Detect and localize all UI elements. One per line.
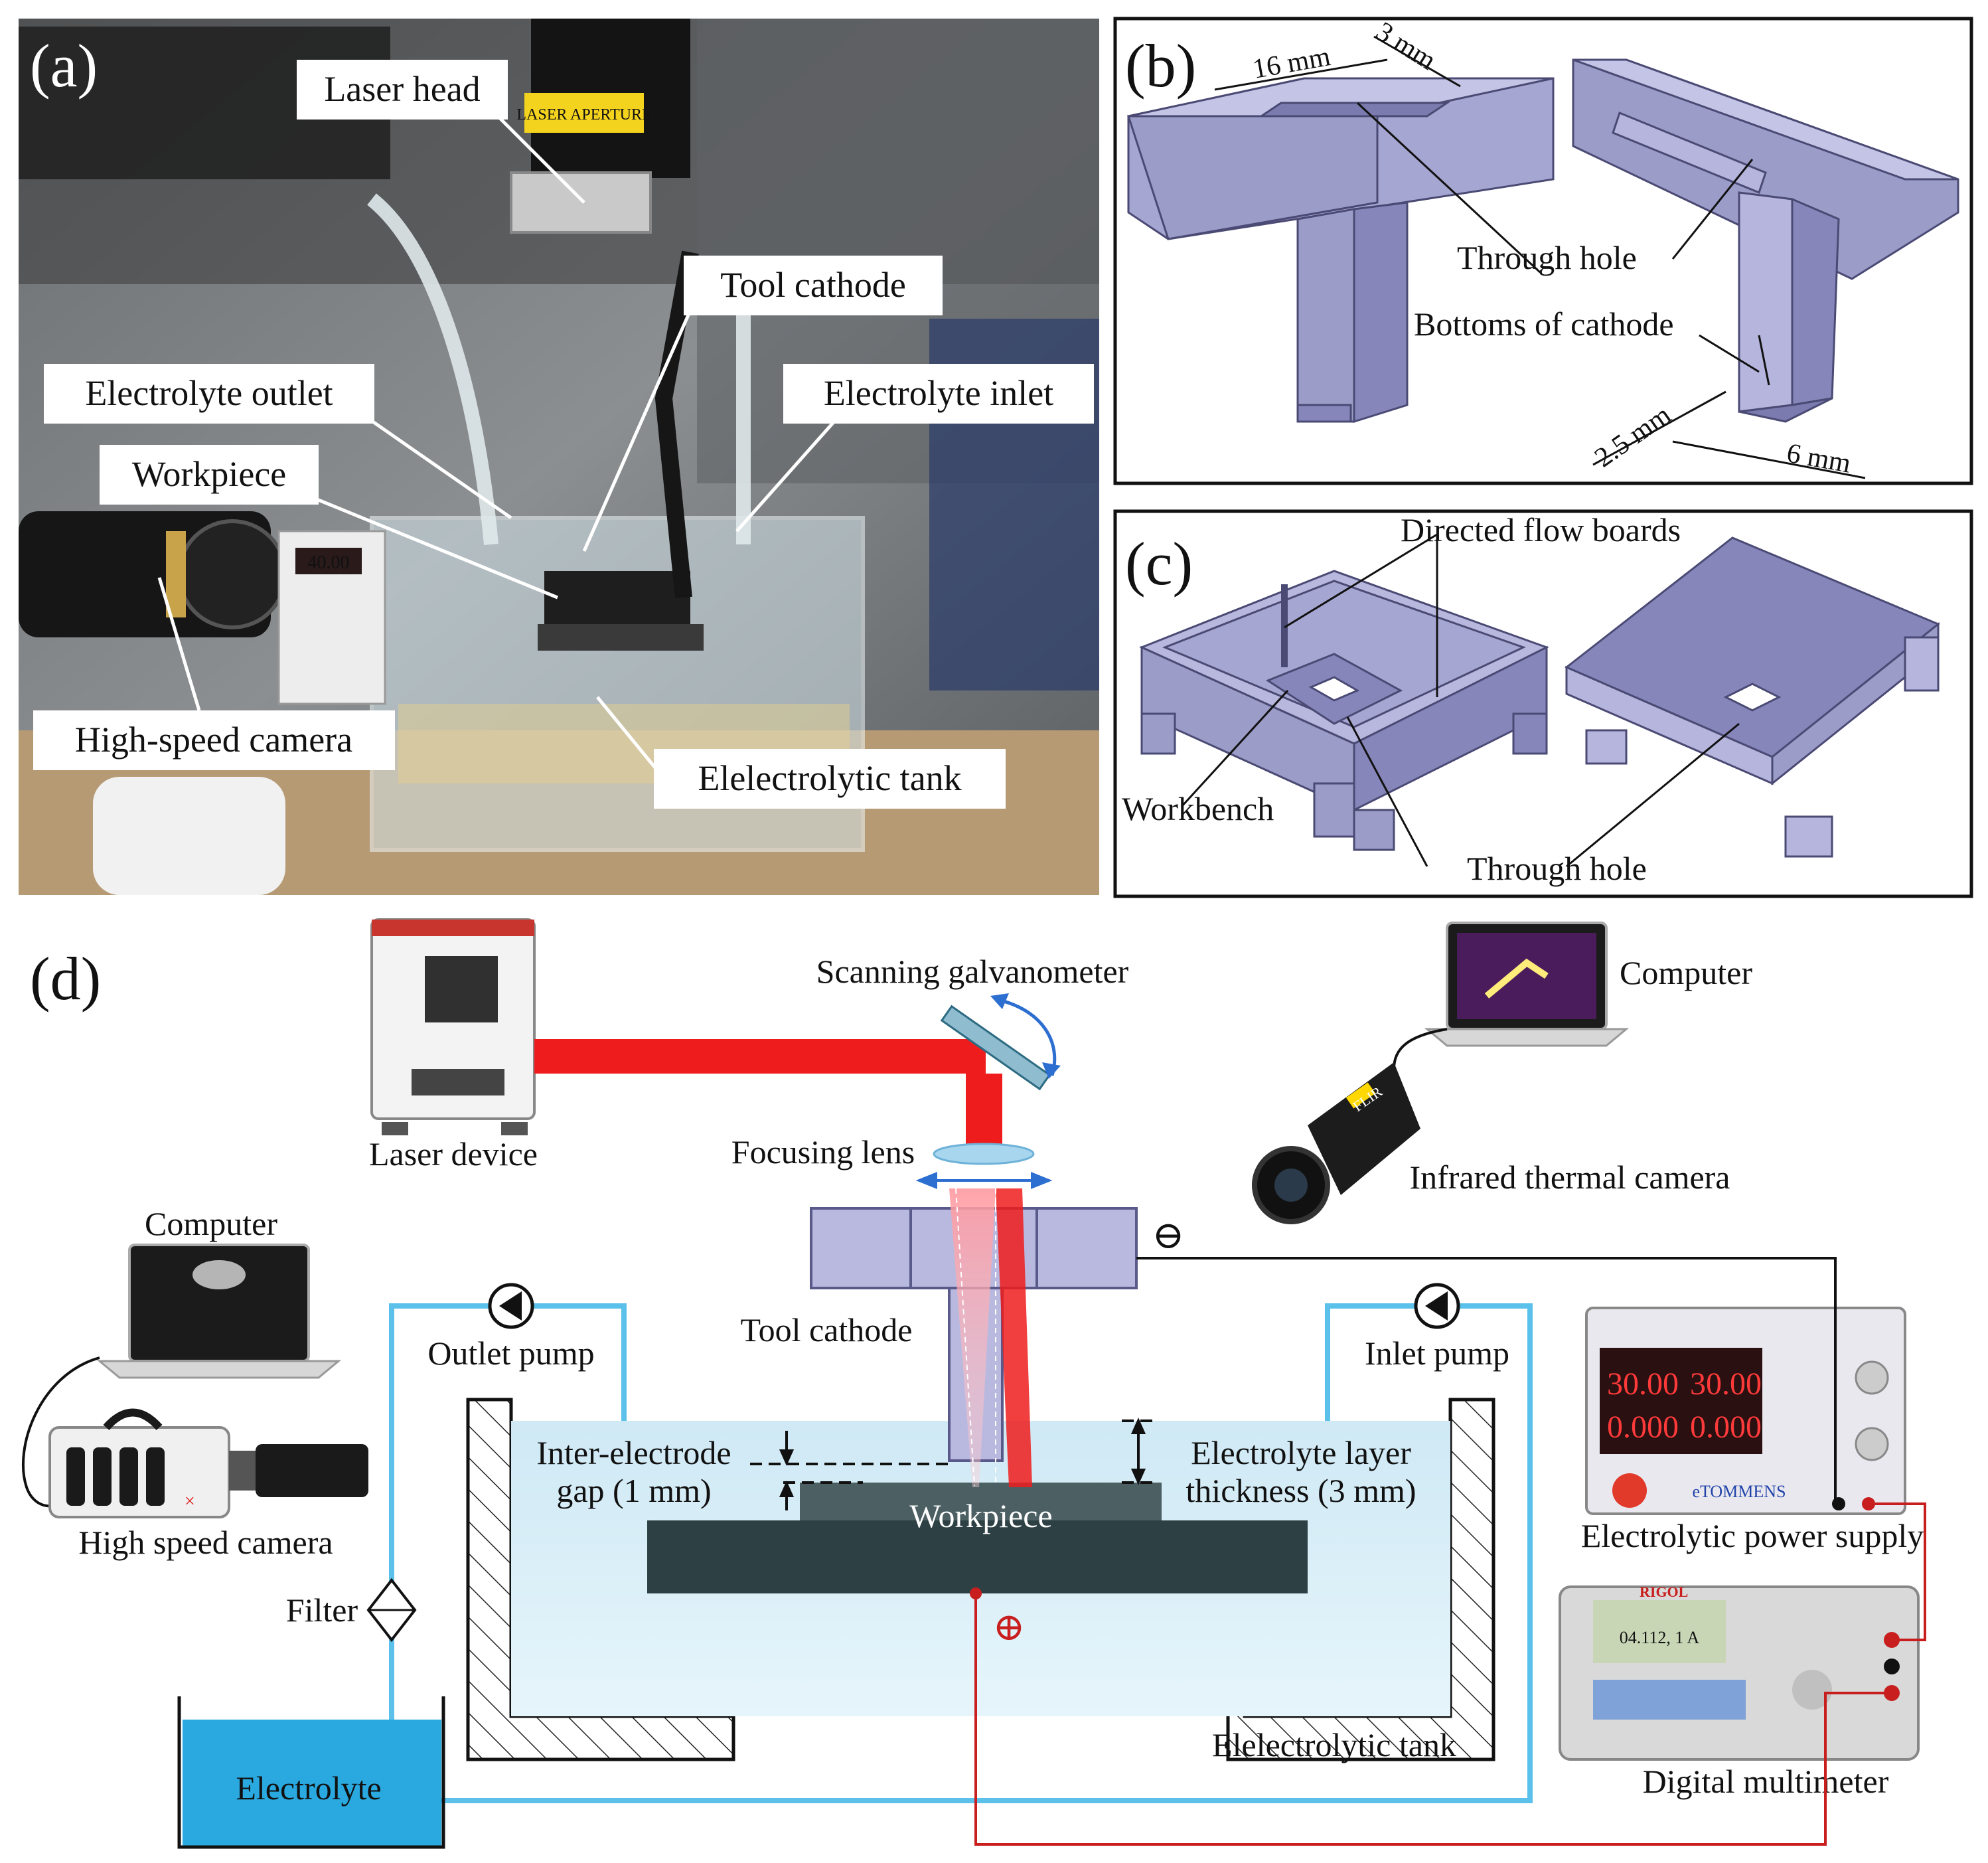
panel-label-b: (b): [1125, 32, 1196, 100]
tool-cathode-label-d: Tool cathode: [741, 1311, 913, 1348]
power-supply-label: Electrolytic power supply: [1581, 1517, 1924, 1554]
leaders-c: [1180, 533, 1740, 868]
inlet-pump-label: Inlet pump: [1365, 1335, 1509, 1372]
filter-label: Filter: [286, 1591, 358, 1629]
svg-text:30.00: 30.00: [1607, 1366, 1679, 1402]
label-tank-a: Elelectrolytic tank: [654, 749, 1006, 809]
gap-label-2: gap (1 mm): [556, 1472, 711, 1509]
label-laser-head: Laser head: [297, 60, 508, 120]
svg-text:04.112, 1 A: 04.112, 1 A: [1620, 1628, 1700, 1647]
svg-text:0.000: 0.000: [1607, 1410, 1679, 1445]
through-hole-c: Through hole: [1467, 850, 1647, 887]
panel-label-a: (a): [30, 32, 98, 100]
electrolyte-reservoir: [177, 1696, 445, 1849]
layer-label-1: Electrolyte layer: [1191, 1434, 1411, 1471]
computer-right: [1424, 922, 1630, 1047]
tank-label-d: Elelectrolytic tank: [1212, 1726, 1456, 1763]
high-speed-camera-label-d: High speed camera: [78, 1524, 333, 1561]
panel-c: (c): [1113, 509, 1973, 898]
beam-dashes: [955, 1188, 996, 1487]
workbench-base: [647, 1520, 1308, 1593]
laser-beam-vertical: [966, 1074, 1002, 1153]
directed-flow-boards: Directed flow boards: [1401, 511, 1681, 548]
multimeter-label: Digital multimeter: [1643, 1763, 1889, 1800]
workpiece-label-d: Workpiece: [909, 1497, 1052, 1534]
label-tool-cathode: Tool cathode: [684, 256, 943, 315]
svg-text:Tool cathode: Tool cathode: [720, 265, 906, 305]
infrared-camera-label: Infrared thermal camera: [1409, 1159, 1730, 1196]
lens-arrow: [915, 1172, 1053, 1189]
svg-text:Workpiece: Workpiece: [132, 454, 287, 494]
outlet-pump: [488, 1283, 534, 1329]
callout-lines-a: [157, 108, 844, 771]
workbench-label: Workbench: [1122, 790, 1274, 827]
positive-wire: [974, 1593, 1892, 1846]
scanning-galvanometer: [940, 993, 1061, 1091]
computer-left: [96, 1244, 342, 1379]
high-speed-camera-d: ×: [48, 1408, 368, 1518]
electrolyte-label: Electrolyte: [236, 1769, 381, 1807]
workbench-left: [1139, 570, 1549, 851]
svg-text:RIGOL: RIGOL: [1640, 1583, 1688, 1600]
computer-right-label: Computer: [1620, 954, 1752, 991]
svg-text:×: ×: [185, 1491, 195, 1512]
panel-label-c: (c): [1125, 530, 1193, 598]
gap-markers: [750, 1418, 1158, 1510]
infrared-thermal-camera: FLIR: [1252, 1062, 1420, 1224]
outlet-pump-label: Outlet pump: [427, 1335, 594, 1372]
svg-text:0.000: 0.000: [1690, 1410, 1762, 1445]
svg-text:eTOMMENS: eTOMMENS: [1692, 1482, 1786, 1501]
gap-label-1: Inter-electrode: [536, 1434, 731, 1471]
inlet-pump: [1414, 1283, 1460, 1329]
svg-text:Electrolyte outlet: Electrolyte outlet: [85, 373, 333, 413]
cathode-t-right: [1572, 58, 1959, 423]
panel-a-photo: LASER APERTURE 40.00: [19, 19, 1099, 895]
panel-d: (d) Laser device Scanning galvanometer: [21, 918, 1926, 1849]
power-supply: 30.00 30.00 0.000 0.000 eTOMMENS: [1585, 1307, 1906, 1515]
negative-wire: [1136, 1257, 1837, 1504]
label-high-speed-camera: High-speed camera: [33, 710, 395, 770]
label-electrolyte-inlet: Electrolyte inlet: [783, 364, 1094, 424]
workpiece: [800, 1483, 1162, 1520]
laser-device: [370, 918, 536, 1135]
through-hole-b: Through hole: [1457, 239, 1637, 276]
minus-terminal: ⊖: [1152, 1214, 1185, 1257]
svg-text:30.00: 30.00: [1690, 1366, 1762, 1402]
svg-text:Laser head: Laser head: [324, 69, 480, 109]
laser-beam-horizontal: [534, 1039, 986, 1074]
scanning-galvanometer-label: Scanning galvanometer: [816, 953, 1129, 990]
computer-left-label: Computer: [145, 1205, 277, 1242]
layer-label-2: thickness (3 mm): [1185, 1472, 1416, 1509]
laser-aperture-tag: LASER APERTURE: [516, 106, 651, 123]
focusing-lens-label: Focusing lens: [731, 1133, 915, 1171]
panel-b: (b): [1113, 16, 1973, 485]
svg-text:Elelectrolytic tank: Elelectrolytic tank: [698, 758, 961, 798]
workbench-right: [1565, 536, 1940, 858]
dims-b: [1214, 35, 1866, 479]
bottoms-of-cathode: Bottoms of cathode: [1414, 305, 1674, 343]
svg-text:Electrolyte inlet: Electrolyte inlet: [824, 373, 1053, 413]
label-electrolyte-outlet: Electrolyte outlet: [44, 364, 374, 424]
digital-multimeter: 04.112, 1 A RIGOL: [1559, 1583, 1920, 1761]
panel-label-d: (d): [30, 945, 101, 1012]
cathode-t-left: [1126, 77, 1555, 424]
pump-display: 40.00: [308, 552, 350, 573]
svg-text:High-speed camera: High-speed camera: [75, 720, 352, 760]
laser-device-label: Laser device: [369, 1135, 538, 1173]
label-workpiece: Workpiece: [100, 445, 319, 505]
focusing-lens: [933, 1143, 1035, 1165]
plus-terminal: ⊕: [993, 1605, 1026, 1649]
beam-cone-right: [996, 1188, 1032, 1487]
